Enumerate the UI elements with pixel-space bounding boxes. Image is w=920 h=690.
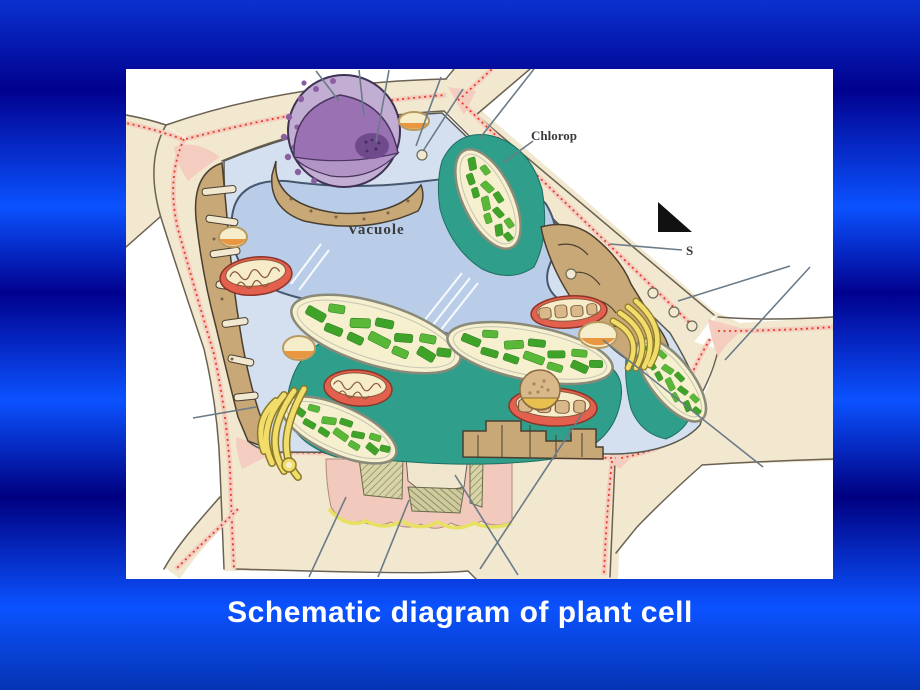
- s-label: S: [686, 243, 693, 258]
- mitochondrion: [323, 369, 393, 407]
- plant-cell-figure: Vacuole: [126, 69, 833, 579]
- wall-yellow-layer: [327, 507, 513, 530]
- er-ribosome-dots: [212, 197, 410, 361]
- plasmodesmata-hatch: [407, 486, 465, 514]
- golgi-apparatus: [609, 297, 661, 372]
- vesicle-cup: [578, 321, 618, 349]
- vesicle-cup: [282, 335, 316, 361]
- chloroplast-label: Chlorop: [531, 128, 577, 143]
- nucleolus: [355, 133, 389, 159]
- middle-lamella: [126, 69, 833, 576]
- slide-caption: Schematic diagram of plant cell: [227, 596, 693, 629]
- chloroplast: [454, 147, 523, 251]
- plant-cell-diagram: Vacuole: [126, 69, 833, 579]
- vesicles: [416, 149, 698, 332]
- plasmodesmata-hatch: [358, 458, 404, 500]
- mitochondrion: [530, 295, 608, 329]
- chloroplast: [290, 293, 462, 375]
- golgi-apparatus: [257, 385, 308, 481]
- peroxisome: [519, 369, 561, 411]
- cell-wall-cut-face: [325, 456, 513, 530]
- nucleus: [280, 74, 401, 188]
- vesicle-cup: [398, 111, 430, 131]
- leader-lines: [192, 69, 811, 578]
- vesicle-cup: [218, 226, 248, 248]
- black-triangle-icon: [658, 202, 692, 232]
- mitochondrion: [219, 255, 293, 297]
